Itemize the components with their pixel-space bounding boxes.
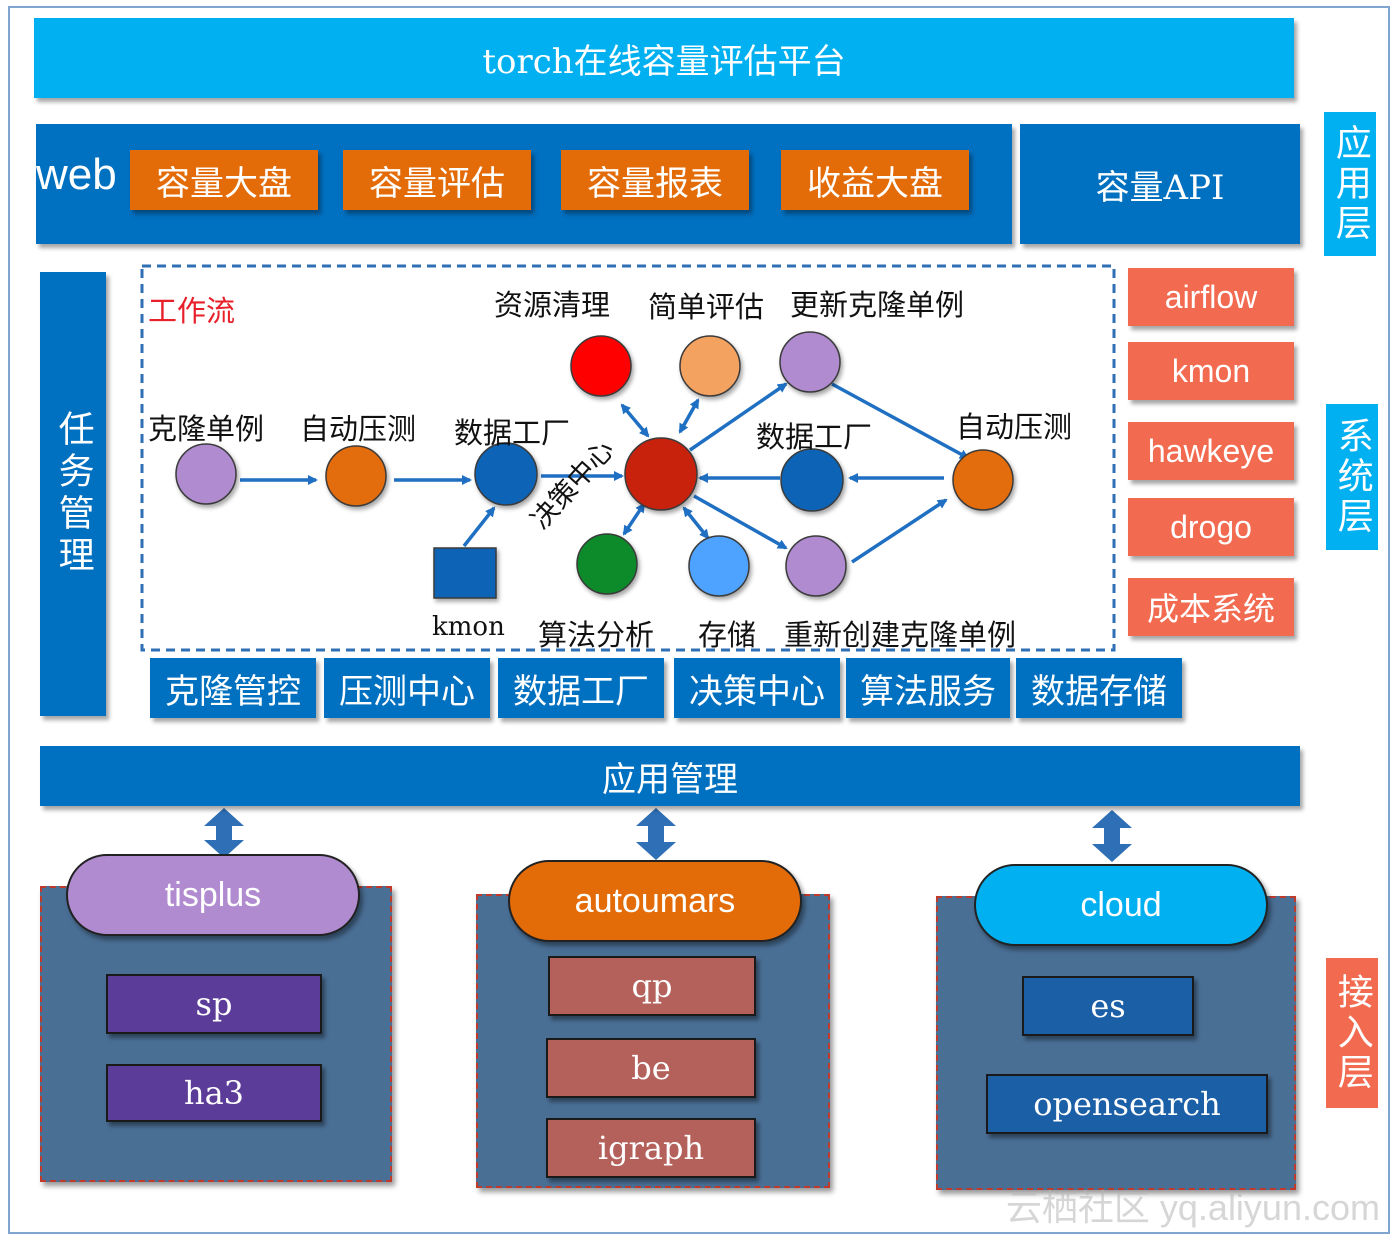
service-decision-center[interactable]: 决策中心 (674, 658, 840, 718)
label-data-factory-2: 数据工厂 (756, 420, 873, 454)
revenue-dashboard-button[interactable]: 收益大盘 (781, 150, 969, 210)
service-clone-control[interactable]: 克隆管控 (150, 658, 316, 718)
autoumars-qp[interactable]: qp (548, 956, 756, 1016)
edge-decision-simple (678, 398, 700, 434)
capacity-dashboard-button[interactable]: 容量大盘 (130, 150, 318, 210)
double-arrow-cloud (1092, 810, 1132, 862)
node-kmon[interactable] (433, 547, 497, 599)
cloud-opensearch[interactable]: opensearch (986, 1074, 1268, 1134)
edge-decision-to-update (689, 382, 788, 452)
application-layer-tag: 应用层 (1324, 112, 1376, 256)
capacity-report-button[interactable]: 容量报表 (561, 150, 749, 210)
capacity-evaluation-button[interactable]: 容量评估 (343, 150, 531, 210)
system-drogo[interactable]: drogo (1128, 498, 1294, 556)
application-layer-label: 应用层 (1329, 124, 1371, 244)
system-layer-tag: 系统层 (1326, 404, 1378, 550)
double-arrow-tisplus (204, 808, 244, 858)
cloud-es[interactable]: es (1022, 976, 1194, 1036)
service-data-storage[interactable]: 数据存储 (1016, 658, 1182, 718)
tisplus-sp[interactable]: sp (106, 974, 322, 1034)
label-recreate-clone: 重新创建克隆单例 (784, 618, 1017, 652)
node-algorithm-analysis[interactable] (576, 533, 638, 595)
node-auto-stress-1[interactable] (325, 445, 387, 507)
edge-recreate-to-stress (851, 498, 948, 564)
node-resource-cleanup[interactable] (570, 335, 632, 397)
system-kmon[interactable]: kmon (1128, 342, 1294, 400)
label-resource-cleanup: 资源清理 (494, 288, 611, 322)
label-simple-eval: 简单评估 (648, 290, 765, 324)
system-airflow[interactable]: airflow (1128, 268, 1294, 326)
watermark: 云栖社区 yq.aliyun.com (1005, 1187, 1380, 1228)
service-stress-center[interactable]: 压测中心 (324, 658, 490, 718)
task-management-label: 任务管理 (52, 410, 94, 578)
edge-decision-to-recreate (693, 494, 788, 550)
capacity-api-box[interactable]: 容量API (1020, 124, 1300, 244)
node-recreate-clone[interactable] (785, 535, 847, 597)
edge-decision-resource (620, 403, 650, 438)
label-auto-stress-2: 自动压测 (956, 410, 1073, 444)
node-data-factory-2[interactable] (780, 448, 844, 512)
workflow-border (140, 264, 1116, 652)
node-storage[interactable] (688, 535, 750, 597)
system-layer-label: 系统层 (1331, 417, 1373, 537)
node-simple-eval[interactable] (679, 335, 741, 397)
edge-decision-algorithm (622, 502, 646, 536)
access-layer-tag: 接入层 (1326, 958, 1378, 1108)
edge-decision-storage (682, 506, 710, 540)
label-update-clone: 更新克隆单例 (790, 288, 965, 322)
double-arrow-autoumars (636, 808, 676, 860)
label-auto-stress-1: 自动压测 (300, 412, 417, 446)
node-clone-instance[interactable] (175, 443, 237, 505)
web-label: web (36, 150, 117, 199)
label-storage: 存储 (698, 618, 757, 652)
access-layer-label: 接入层 (1331, 973, 1373, 1093)
label-clone-instance: 克隆单例 (148, 412, 265, 446)
label-data-factory-1: 数据工厂 (454, 416, 571, 450)
node-auto-stress-2[interactable] (952, 449, 1014, 511)
service-algorithm[interactable]: 算法服务 (846, 658, 1010, 718)
autoumars-igraph[interactable]: igraph (546, 1118, 756, 1178)
node-decision-center[interactable] (624, 437, 698, 511)
tisplus-ha3[interactable]: ha3 (106, 1064, 322, 1122)
node-data-factory-1[interactable] (474, 442, 538, 506)
task-management-bar: 任务管理 (40, 272, 106, 716)
app-management-bar[interactable]: 应用管理 (40, 746, 1300, 806)
cloud-pill[interactable]: cloud (974, 864, 1268, 946)
autoumars-be[interactable]: be (546, 1038, 756, 1098)
system-cost[interactable]: 成本系统 (1128, 578, 1294, 636)
autoumars-pill[interactable]: autoumars (508, 860, 802, 942)
platform-title: torch在线容量评估平台 (34, 18, 1294, 98)
edge-update-to-stress (831, 382, 970, 460)
workflow-title: 工作流 (148, 294, 236, 328)
service-data-factory[interactable]: 数据工厂 (498, 658, 664, 718)
system-hawkeye[interactable]: hawkeye (1128, 422, 1294, 480)
label-algorithm-analysis: 算法分析 (538, 618, 655, 652)
label-kmon: kmon (432, 612, 505, 642)
edge-kmon-to-factory (462, 506, 496, 548)
node-update-clone[interactable] (779, 331, 841, 393)
tisplus-pill[interactable]: tisplus (66, 854, 360, 936)
